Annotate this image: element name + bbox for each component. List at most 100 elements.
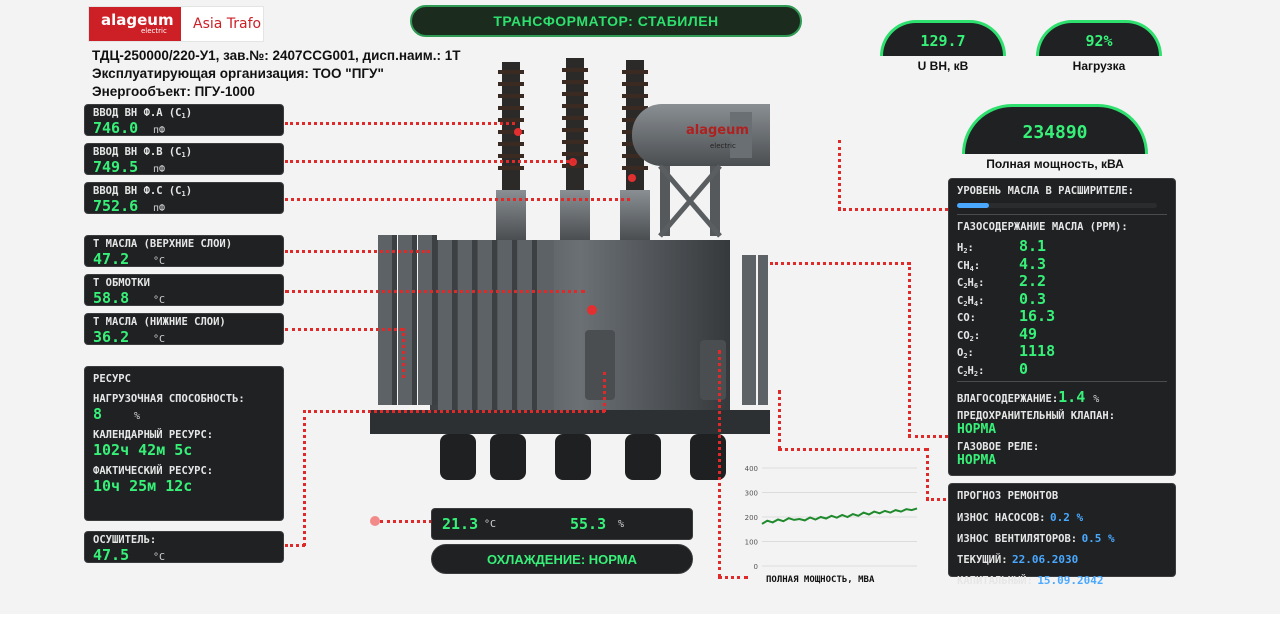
power-gauge-value: 234890 — [1022, 122, 1088, 143]
chart-series-line — [761, 507, 918, 525]
load-gauge: 92% — [1036, 20, 1162, 56]
fan-wear-row: ИЗНОС ВЕНТИЛЯТОРОВ: 0.5 % — [957, 532, 1115, 545]
resource-panel: РЕСУРС НАГРУЗОЧНАЯ СПОСОБНОСТЬ: 8 % КАЛЕ… — [84, 366, 284, 521]
oil-level-fill — [957, 203, 989, 208]
gas-value: 0.3 — [1019, 289, 1047, 308]
bushing-phase-b-label: ВВОД ВН Ф.В (С1) — [93, 146, 193, 159]
voltage-gauge-label: U ВН, кВ — [917, 59, 969, 73]
leader-line-gas-v — [908, 262, 911, 437]
dryer-unit: °С — [153, 552, 166, 563]
transformer-model-info: ТДЦ-250000/220-У1, зав.№: 2407CCG001, ди… — [92, 48, 461, 63]
gas-content-title: ГАЗОСОДЕРЖАНИЕ МАСЛА (PPM): — [957, 221, 1128, 233]
alageum-logo: alageum electric — [89, 7, 181, 41]
divider — [957, 214, 1167, 215]
facility-info: Энергообъект: ПГУ-1000 — [92, 84, 255, 99]
ambient-humidity-unit: % — [618, 518, 625, 530]
ambient-humidity-value: 55.3 — [570, 515, 607, 533]
power-gauge-arc — [962, 104, 1148, 154]
actual-resource-value: 10ч 25м 12с — [93, 477, 193, 495]
gas-row: CO:16.3 — [957, 307, 1167, 325]
calendar-resource-label: КАЛЕНДАРНЫЙ РЕСУРС: — [93, 429, 214, 441]
gas-formula: C2H6: — [957, 277, 985, 290]
bushing-phase-a-value: 746.0 — [93, 119, 139, 137]
pump-wear-row: ИЗНОС НАСОСОВ: 0.2 % — [957, 511, 1084, 524]
safety-valve-value: НОРМА — [957, 422, 997, 437]
leader-line-dryer-v2 — [603, 372, 606, 412]
load-capacity-unit: % — [134, 411, 141, 422]
leader-line-oil-bottom-v — [402, 328, 405, 378]
leader-line-conservator-h — [838, 208, 948, 211]
winding-temp-label: Т ОБМОТКИ — [93, 277, 150, 289]
leader-line-oil-bottom — [285, 328, 403, 331]
moisture-label: ВЛАГОСОДЕРЖАНИЕ: — [957, 393, 1059, 405]
ambient-temp-unit: °С — [484, 518, 497, 530]
winding-temp-panel: Т ОБМОТКИ 58.8 °С — [84, 274, 284, 307]
chart-y-tick-label: 200 — [745, 514, 758, 522]
gas-row: CH4: 4.3 — [957, 255, 1167, 273]
winding-temp-value: 58.8 — [93, 289, 130, 307]
oil-bottom-temp-unit: °С — [153, 334, 166, 345]
leader-line-repairs-v — [778, 390, 781, 450]
oil-top-temp-unit: °С — [153, 256, 166, 267]
bushing-phase-a-unit: пФ — [153, 125, 166, 136]
safety-valve-label: ПРЕДОХРАНИТЕЛЬНЫЙ КЛАПАН: — [957, 410, 1116, 422]
divider — [957, 381, 1167, 382]
leader-line-ambient — [380, 520, 432, 523]
gas-formula: CH4: — [957, 259, 981, 273]
leader-line-repairs-v2 — [926, 448, 929, 500]
leader-line-phase-b — [285, 160, 575, 163]
logo-sub-text: electric — [141, 27, 167, 35]
load-capacity-label: НАГРУЗОЧНАЯ СПОСОБНОСТЬ: — [93, 393, 245, 405]
oil-bottom-temp-label: Т МАСЛА (НИЖНИЕ СЛОИ) — [93, 316, 226, 328]
moisture-unit: % — [1093, 394, 1100, 405]
gas-formula: C2H4: — [957, 294, 985, 308]
voltage-gauge-arc — [880, 20, 1006, 56]
leader-line-chart — [718, 350, 721, 578]
bushing-phase-b-unit: пФ — [153, 164, 166, 175]
oil-top-temp-value: 47.2 — [93, 250, 130, 268]
bushing-phase-b-panel: ВВОД ВН Ф.В (С1) 749.5 пФ — [84, 143, 284, 176]
capital-repair-row: КАПИТАЛЬНЫЙ: 15.09.2042 — [957, 574, 1104, 587]
gas-value: 4.3 — [1019, 254, 1047, 273]
leader-line-oil-top — [285, 250, 430, 253]
gas-value: 16.3 — [1019, 307, 1056, 325]
leader-line-dryer-v — [303, 410, 306, 546]
resource-title: РЕСУРС — [93, 373, 131, 385]
operator-info: Эксплуатирующая организация: ТОО "ПГУ" — [92, 66, 384, 81]
transformer-status-banner: ТРАНСФОРМАТОР: СТАБИЛЕН — [410, 5, 802, 37]
gas-row: C2H4: 0.3 — [957, 290, 1167, 308]
conservator-tank: alageum electric — [632, 104, 770, 238]
gas-value: 8.1 — [1019, 237, 1047, 255]
chart-y-tick-label: 100 — [745, 539, 758, 547]
gas-value: 0 — [1019, 359, 1029, 378]
dryer-label: ОСУШИТЕЛЬ: — [93, 534, 157, 546]
ambient-conditions-panel: 21.3 °С 55.3 % — [431, 508, 693, 540]
leader-line-phase-c — [285, 198, 630, 201]
gas-value: 1118 — [1019, 342, 1056, 360]
moisture-value: 1.4 — [1058, 388, 1086, 406]
current-repair-row: ТЕКУЩИЙ: 22.06.2030 — [957, 553, 1079, 566]
oil-bottom-temp-value: 36.2 — [93, 328, 130, 346]
transformer-illustration: alageum electric — [370, 58, 770, 480]
repair-forecast-title: ПРОГНОЗ РЕМОНТОВ — [957, 490, 1059, 502]
load-gauge-label: Нагрузка — [1072, 59, 1126, 73]
company-logo: alageum electric Asia Trafo — [88, 6, 264, 42]
gas-row: H2: 8.1 — [957, 237, 1167, 255]
leader-line-repairs-h — [778, 448, 928, 451]
gas-row: CO2:49 — [957, 325, 1167, 343]
gas-formula: H2: — [957, 242, 974, 255]
oil-level-label: УРОВЕНЬ МАСЛА В РАСШИРИТЕЛЕ: — [957, 185, 1135, 197]
gas-row: O2:1118 — [957, 342, 1167, 360]
dryer-panel: ОСУШИТЕЛЬ: 47.5°С — [84, 531, 284, 564]
chart-y-tick-label: 0 — [754, 563, 758, 571]
winding-temp-unit: °С — [153, 295, 166, 306]
bushing-phase-b-value: 749.5 — [93, 158, 139, 176]
oil-gas-panel: УРОВЕНЬ МАСЛА В РАСШИРИТЕЛЕ: ГАЗОСОДЕРЖА… — [948, 178, 1176, 476]
main-tank — [370, 235, 770, 480]
gas-relay-label: ГАЗОВОЕ РЕЛЕ: — [957, 441, 1040, 453]
leader-line-gas-h2 — [908, 435, 948, 438]
